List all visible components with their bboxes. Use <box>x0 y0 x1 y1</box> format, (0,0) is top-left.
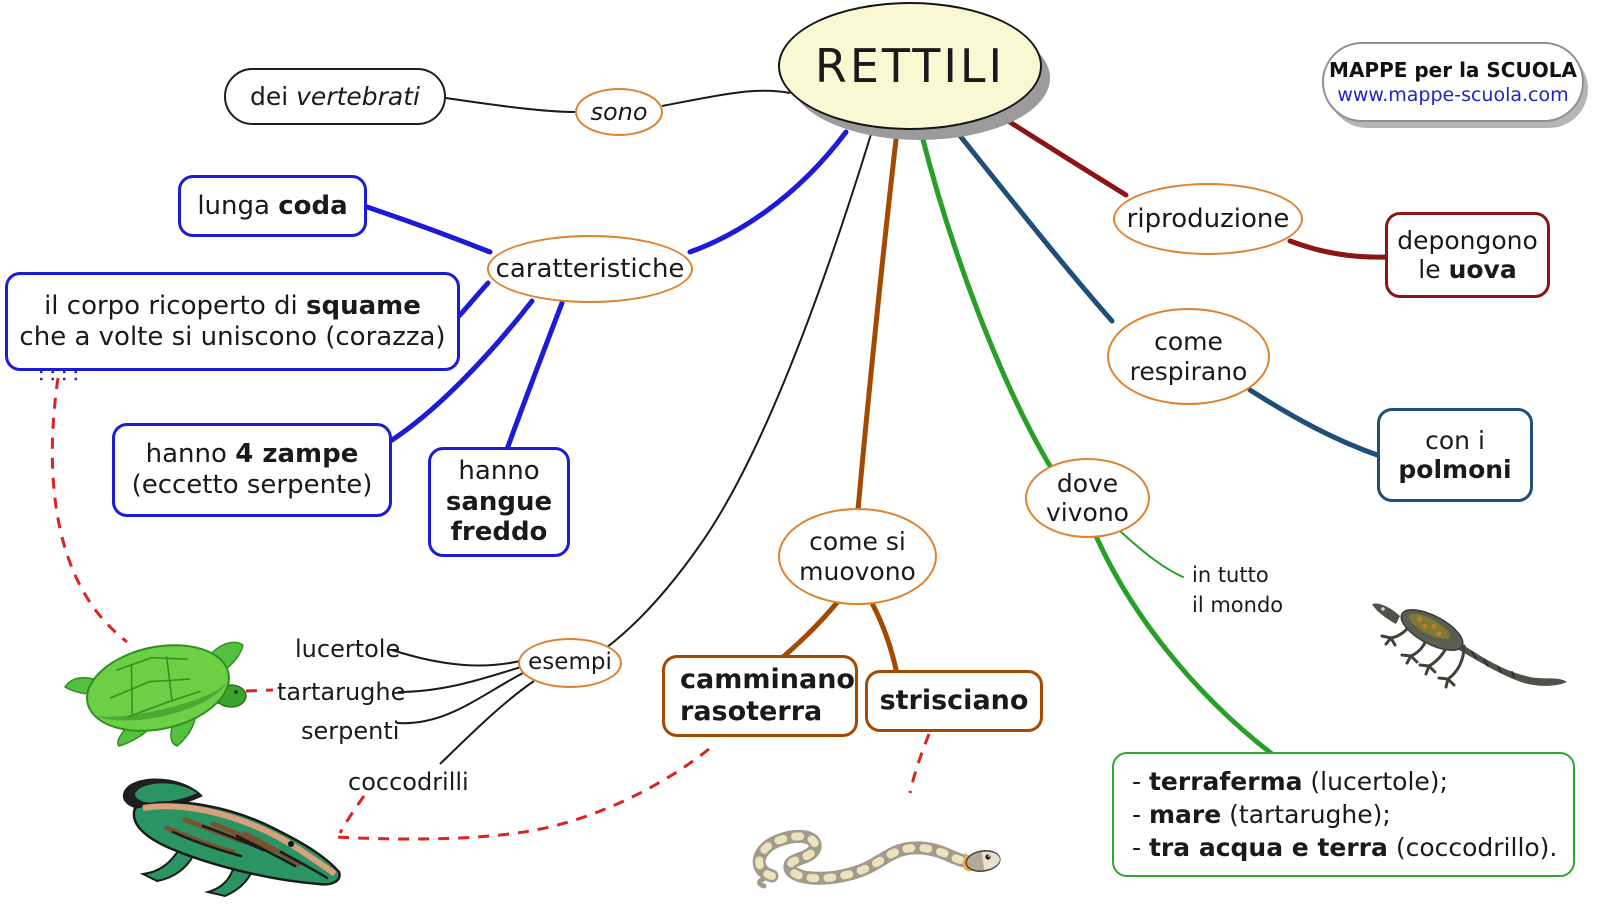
squame-line1: il corpo ricoperto di squame <box>44 290 421 321</box>
squame-line2: che a volte si uniscono (corazza) <box>19 321 446 352</box>
edge-caratteristiche-squame <box>456 280 491 319</box>
dashed-squame-turtle <box>50 377 128 644</box>
habitat-item-acqua-terra: - tra acqua e terra (coccodrillo). <box>1132 833 1558 862</box>
root-label: RETTILI <box>814 38 1006 93</box>
node-sono: sono <box>575 88 663 136</box>
polmoni-line2: polmoni <box>1398 455 1512 484</box>
edge-riproduzione-uova <box>1287 238 1391 260</box>
sangue-line2: sangue <box>445 486 553 517</box>
node-come-si-muovono: come si muovono <box>778 508 937 605</box>
habitat-item-terraferma: - terraferma (lucertole); <box>1132 767 1448 796</box>
node-polmoni: con i polmoni <box>1377 408 1533 502</box>
zampe-line2: (eccetto serpente) <box>131 470 373 500</box>
edge-dove-habitat <box>1093 533 1275 757</box>
respirano-line2: respirano <box>1129 356 1248 386</box>
edge-esempi-lucertole <box>391 649 521 667</box>
edge-rettili-caratteristiche <box>687 129 849 255</box>
node-lunga-coda: lunga coda <box>178 175 367 237</box>
mondo-line1: in tutto <box>1192 563 1269 587</box>
node-dei-vertebrati: dei vertebrati <box>224 68 446 125</box>
dashed-camminano-coccodrillo <box>335 747 710 841</box>
label-serpenti: serpenti <box>301 717 400 745</box>
root-node-rettili: RETTILI <box>778 2 1042 130</box>
lunga-coda-text: lunga coda <box>197 190 348 221</box>
edge-esempi-tartarughe <box>397 666 522 693</box>
camminano-line1: camminano <box>680 664 855 696</box>
node-depongono-uova: depongono le uova <box>1385 212 1550 298</box>
zampe-line1: hanno 4 zampe <box>145 439 359 470</box>
label-in-tutto-il-mondo: in tutto il mondo <box>1192 560 1283 621</box>
lizard-image <box>1372 603 1567 689</box>
node-habitat-list: - terraferma (lucertole); - mare (tartar… <box>1112 752 1575 877</box>
sono-label: sono <box>590 97 648 126</box>
edge-caratteristiche-coda <box>361 203 493 255</box>
caratteristiche-label: caratteristiche <box>495 253 685 284</box>
dashed-strisciano-snake <box>908 733 931 794</box>
label-coccodrilli: coccodrilli <box>348 768 469 796</box>
edge-rettili-esempi <box>605 130 873 649</box>
edge-respirano-polmoni <box>1247 387 1383 459</box>
node-squame: il corpo ricoperto di squame che a volte… <box>5 272 460 371</box>
node-sangue-freddo: hanno sangue freddo <box>428 447 570 557</box>
edge-rettili-muovono <box>855 128 900 513</box>
dashed-coccodrilli-branch <box>338 795 366 834</box>
dove-line1: dove <box>1056 468 1119 498</box>
node-camminano-rasoterra: camminano rasoterra <box>662 655 858 737</box>
edge-esempi-coccodrilli <box>439 680 535 765</box>
strisciano-label: strisciano <box>879 685 1029 717</box>
edge-sono-rettili <box>661 89 791 107</box>
snake-image <box>752 829 1001 889</box>
dei-vertebrati-text: dei vertebrati <box>249 81 420 111</box>
edge-caratteristiche-sangue <box>503 300 565 455</box>
uova-line1: depongono <box>1397 225 1538 255</box>
node-come-respirano: come respirano <box>1107 308 1270 405</box>
edge-muovono-strisciano <box>869 600 900 677</box>
sangue-line3: freddo <box>450 517 548 548</box>
muovono-line1: come si <box>809 527 906 556</box>
edge-vertebrati-sono <box>445 97 576 113</box>
respirano-line1: come <box>1154 327 1223 356</box>
node-4-zampe: hanno 4 zampe (eccetto serpente) <box>112 423 392 517</box>
habitat-item-mare: - mare (tartarughe); <box>1132 800 1391 829</box>
node-dove-vivono: dove vivono <box>1025 458 1150 538</box>
sangue-line1: hanno <box>458 455 540 486</box>
edge-dove-mondo <box>1118 529 1184 578</box>
label-tartarughe: tartarughe <box>277 678 406 706</box>
muovono-line2: muovono <box>799 556 916 586</box>
mondo-line2: il mondo <box>1192 593 1284 618</box>
edge-esempi-serpenti <box>396 672 524 725</box>
edge-caratteristiche-zampe <box>386 298 535 445</box>
node-strisciano: strisciano <box>865 670 1043 732</box>
label-lucertole: lucertole <box>295 635 401 663</box>
node-riproduzione: riproduzione <box>1113 183 1303 255</box>
uova-line2: le uova <box>1418 255 1517 284</box>
edge-rettili-respirano <box>950 124 1115 324</box>
esempi-label: esempi <box>528 649 612 676</box>
riproduzione-label: riproduzione <box>1126 203 1290 234</box>
logo-title: MAPPE per la SCUOLA <box>1329 57 1577 82</box>
node-caratteristiche: caratteristiche <box>487 235 693 303</box>
polmoni-line1: con i <box>1425 425 1485 455</box>
dashed-turtle-tartarughe <box>245 688 274 693</box>
crocodile-image <box>122 778 341 898</box>
node-esempi: esempi <box>518 638 622 688</box>
logo-url-link[interactable]: www.mappe-scuola.com <box>1337 83 1569 106</box>
edge-rettili-dove <box>918 129 1053 469</box>
edge-rettili-riproduzione <box>983 104 1129 198</box>
logo-badge: MAPPE per la SCUOLA www.mappe-scuola.com <box>1322 42 1584 122</box>
camminano-line2: rasoterra <box>680 696 823 727</box>
turtle-image <box>63 641 247 747</box>
dove-line2: vivono <box>1046 498 1129 527</box>
